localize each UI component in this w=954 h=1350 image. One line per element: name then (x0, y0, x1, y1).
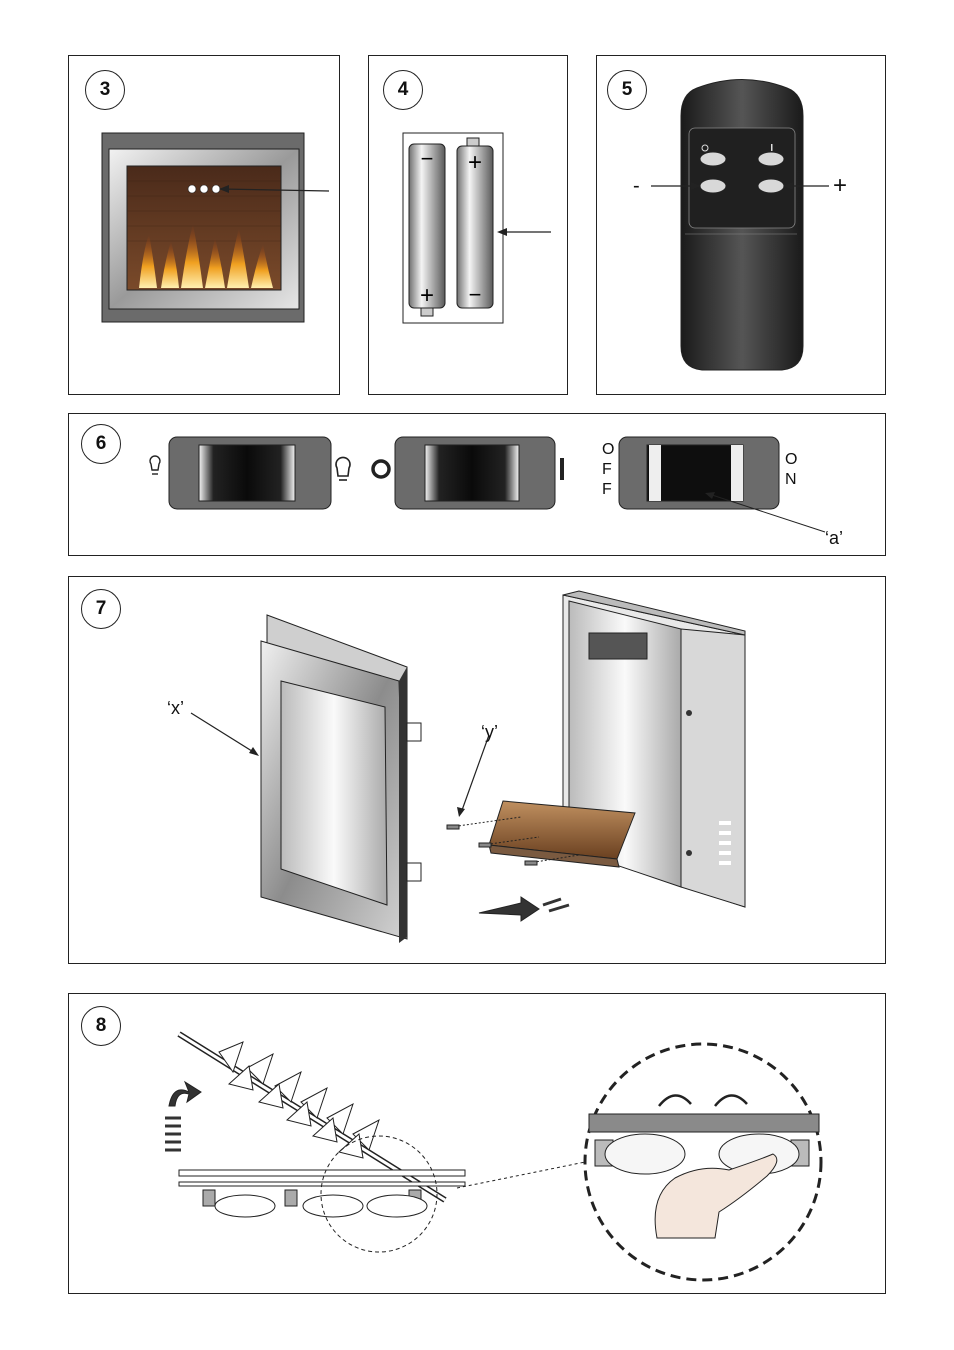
minus-label: - (633, 176, 640, 196)
remote-button-minus (700, 179, 726, 193)
svg-text:−: − (421, 146, 434, 171)
remote-illustration (597, 56, 887, 396)
on-label: ON (785, 450, 797, 490)
svg-text:−: − (469, 282, 482, 307)
battery-right: + − (457, 138, 493, 308)
zoom-bulb-left (605, 1134, 685, 1174)
off-circle-icon (373, 461, 389, 477)
panel-6-switches: 6 OFF ON ‘a’ (68, 413, 886, 556)
bulb-bar (179, 1170, 465, 1217)
lift-arrow-icon (169, 1082, 201, 1106)
panel-4-batteries: 4 − + + − (368, 55, 568, 395)
plus-label: + (833, 174, 847, 198)
bulb-small-icon (150, 456, 160, 474)
callout-a: ‘a’ (825, 529, 843, 547)
bulb-replacement-illustration (69, 994, 887, 1295)
pull-direction-arrow (479, 897, 539, 921)
svg-text:+: + (468, 149, 482, 176)
callout-x: ‘x’ (167, 699, 184, 717)
batteries-illustration: − + + − (369, 56, 569, 396)
off-label: OFF (602, 440, 614, 500)
front-frame (261, 615, 421, 943)
battery-left: − + (409, 144, 445, 316)
switches-illustration (69, 414, 887, 557)
bulb-3 (367, 1195, 427, 1217)
callout-y: ‘y’ (481, 723, 498, 741)
on-line-icon (560, 458, 564, 480)
svg-text:+: + (420, 282, 434, 309)
bulb-1 (215, 1195, 275, 1217)
remote-button-plus (758, 179, 784, 193)
panel-3-fireplace: 3 (68, 55, 340, 395)
panel-8-bulb-replacement: 8 (68, 993, 886, 1294)
bulb-large-icon (336, 457, 350, 480)
panel-7-assembly: 7 (68, 576, 886, 964)
bulb-2 (303, 1195, 363, 1217)
remote-button-on (758, 152, 784, 166)
remote-button-off (700, 152, 726, 166)
fireplace-illustration (69, 56, 341, 396)
log-set (489, 801, 635, 867)
assembly-illustration (69, 577, 887, 965)
detail-zoom-circle (585, 1044, 821, 1280)
panel-5-remote: 5 - + (596, 55, 886, 395)
